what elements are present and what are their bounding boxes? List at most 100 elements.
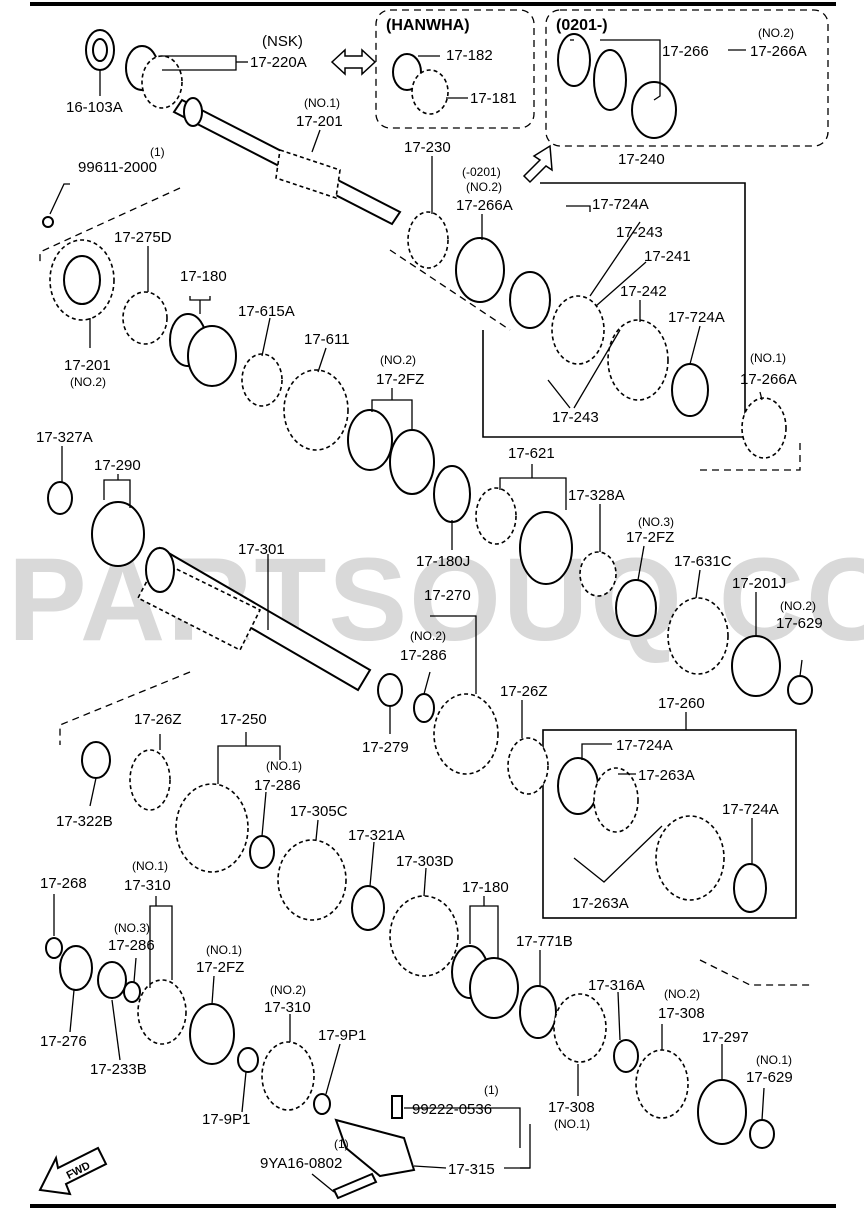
part-17-724A-upper-right [671,363,709,417]
label-17-230: 17-230 [404,139,451,156]
part-17-724A-upper-left [509,271,551,329]
part-17-180-lower-b [469,957,519,1019]
part-17-260-hub [593,767,639,833]
part-17-2FZ-no2-a [347,409,393,471]
label-17-266: 17-266 [662,43,709,60]
label-17-286-1: 17-286 [400,647,447,664]
label-17-322B: 17-322B [56,813,113,830]
label-17-321A: 17-321A [348,827,405,844]
label-17-631C: 17-631C [674,553,732,570]
part-17-322B [81,741,111,779]
guide-line-upper-mid [389,249,511,331]
label-17-243-1: 17-243 [616,224,663,241]
label-17-266A-mid: 17-266A [456,197,513,214]
label-17-328A: 17-328A [568,487,625,504]
label-17-263A-2: 17-263A [572,895,629,912]
shaft-17-301 [136,546,372,692]
label-no3-a: (NO.3) [638,515,674,529]
label-17-279: 17-279 [362,739,409,756]
label-17-266A-right: 17-266A [740,371,797,388]
part-17-275D [122,291,168,345]
label-nsk: (NSK) [262,33,303,50]
part-17-629-no1 [749,1119,775,1149]
label-17-629-2: 17-629 [746,1069,793,1086]
guide-line-middle [59,671,191,745]
part-17-724A-lower-right [733,863,767,913]
label-99611-2000: 99611-2000 [78,159,157,176]
label-17-310-2: 17-310 [264,999,311,1016]
leader-lines [49,39,803,1193]
label-17-315: 17-315 [448,1161,495,1178]
label-17-182: 17-182 [446,47,493,64]
label-9YA16-0802: 9YA16-0802 [260,1155,342,1172]
part-17-611 [283,369,349,451]
fwd-arrow-icon: FWD [38,1146,108,1196]
guide-line-lower-right [699,959,810,986]
label-17-180-1: 17-180 [180,268,227,285]
guide-line-upper-right [700,440,801,471]
label-17-724A-3: 17-724A [616,737,673,754]
label-17-220A: 17-220A [250,54,307,71]
part-17-180J [433,465,471,523]
label-no2-b: (NO.2) [466,180,502,194]
part-99222-0536 [391,1095,403,1119]
label-no2-d: (NO.2) [70,375,106,389]
label-no2-e: (NO.2) [780,599,816,613]
part-17-286-no2 [413,693,435,723]
part-17-230 [407,211,449,269]
shaft-17-201 [172,97,402,226]
part-17-26Z-right [507,737,549,795]
label-17-275D: 17-275D [114,229,172,246]
label-no2-a: (NO.2) [758,26,794,40]
label-17-2FZ-1: 17-2FZ [376,371,424,388]
label-17-305C: 17-305C [290,803,348,820]
part-17-241 [551,295,605,365]
label-17-201-top: 17-201 [296,113,343,130]
label-17-290: 17-290 [94,457,141,474]
part-17-266-ring [593,49,627,111]
label-n1-c: (1) [334,1137,349,1151]
part-17-242 [607,319,669,401]
label-17-26Z-2: 17-26Z [134,711,182,728]
label-no1-b: (NO.1) [750,351,786,365]
part-17-631C [667,597,729,675]
part-17-771B [519,985,557,1039]
part-17-327A [47,481,73,515]
label-17-180-2: 17-180 [462,879,509,896]
label-17-201-left: 17-201 [64,357,111,374]
label-17-301: 17-301 [238,541,285,558]
part-17-250 [175,783,249,873]
label-n1-b: (1) [484,1083,499,1097]
double-arrow-icon [330,48,377,76]
part-17-2FZ-no1 [189,1003,235,1065]
label-17-26Z-1: 17-26Z [500,683,548,700]
label-17-263A-1: 17-263A [638,767,695,784]
part-17-201J [731,635,781,697]
part-17-26Z-left [129,749,171,811]
label-n1-a: (1) [150,145,165,159]
label-17-611: 17-611 [304,331,350,348]
rev-0201-label: (0201-) [556,17,608,34]
label-17-286-3: 17-286 [108,937,155,954]
part-17-2FZ-no3 [615,579,657,637]
part-17-629-no2 [787,675,813,705]
label-17-201J: 17-201J [732,575,786,592]
label-m0201: (-0201) [462,165,501,179]
label-no1-d: (NO.1) [132,859,168,873]
label-17-303D: 17-303D [396,853,454,870]
part-17-266A-right [741,397,787,459]
assembly-17-260-box [542,729,797,919]
label-17-310-1: 17-310 [124,877,171,894]
part-17-286-no3 [123,981,141,1003]
label-17-771B: 17-771B [516,933,573,950]
part-17-310-no1 [137,979,187,1045]
label-17-9P1-1: 17-9P1 [318,1027,366,1044]
part-17-260-sleeve [655,815,725,901]
label-17-316A: 17-316A [588,977,645,994]
label-16-103A: 16-103A [66,99,123,116]
label-17-266A-top: 17-266A [750,43,807,60]
part-17-266-0201 [557,33,591,87]
label-17-9P1-2: 17-9P1 [202,1111,250,1128]
hanwha-group-box [375,9,535,129]
